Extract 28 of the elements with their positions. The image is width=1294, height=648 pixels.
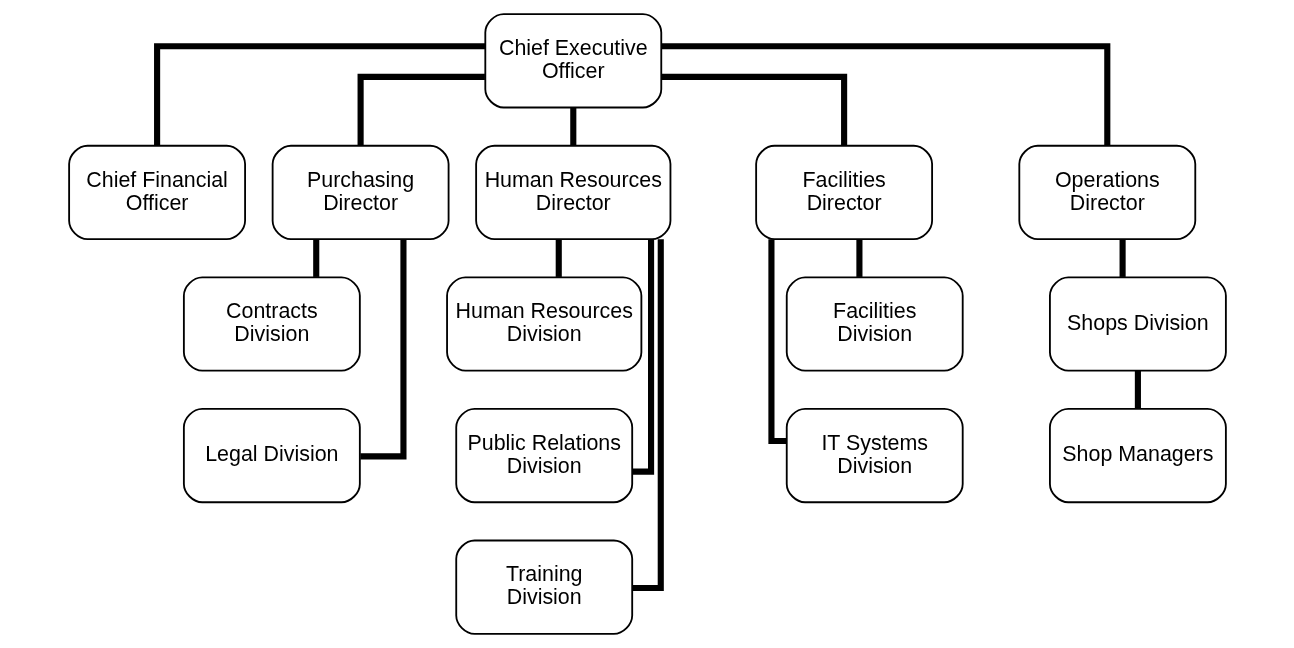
node-box: Purchasing Director xyxy=(271,144,449,240)
connector xyxy=(357,73,485,146)
node-box: Human Resources Director xyxy=(474,144,671,240)
node-box: Shop Managers xyxy=(1048,408,1227,504)
connector xyxy=(661,73,847,146)
connector xyxy=(359,239,406,460)
connector xyxy=(153,43,485,146)
node-box: Shops Division xyxy=(1048,276,1227,372)
connector xyxy=(767,239,787,445)
node-box: Operations Director xyxy=(1017,144,1196,240)
node-box: IT Systems Division xyxy=(785,408,964,504)
connector xyxy=(1119,239,1126,277)
node-box: Chief Executive Officer xyxy=(483,13,662,109)
node-box: Legal Division xyxy=(182,408,361,504)
connector xyxy=(312,239,319,277)
connector xyxy=(569,107,576,146)
connector xyxy=(1134,370,1141,409)
node-box: Facilities Director xyxy=(754,144,933,240)
connector xyxy=(660,43,1110,146)
connector xyxy=(855,239,862,277)
node-box: Chief Financial Officer xyxy=(67,144,246,240)
node-box: Public Relations Division xyxy=(454,408,633,504)
node-box: Contracts Division xyxy=(182,276,361,372)
node-box: Training Division xyxy=(454,539,633,635)
connector xyxy=(555,239,562,277)
connector xyxy=(631,239,654,475)
node-box: Facilities Division xyxy=(785,276,964,372)
node-box: Human Resources Division xyxy=(445,276,642,372)
